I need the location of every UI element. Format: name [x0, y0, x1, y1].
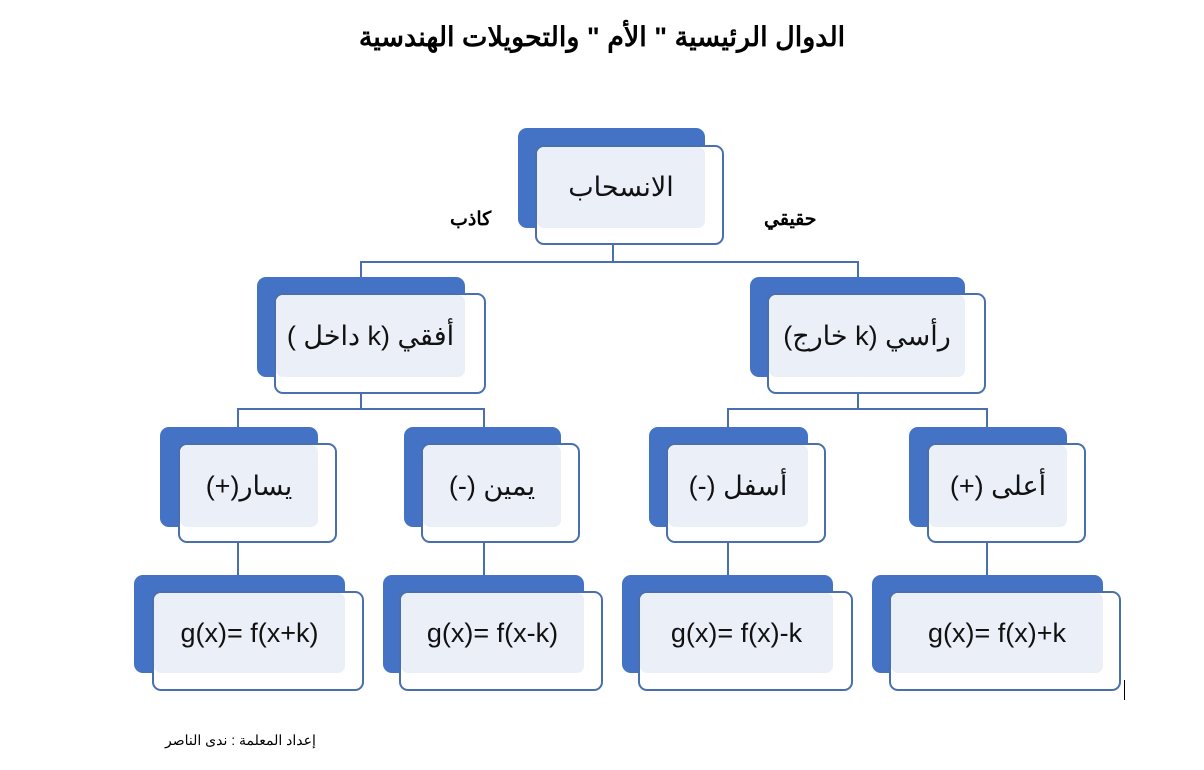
edge-label-true: حقيقي	[764, 209, 817, 230]
diagram-title: الدوال الرئيسية " الأم " والتحويلات الهن…	[358, 22, 846, 52]
node-label: الانسحاب	[568, 172, 674, 202]
node-label: أفقي (k داخل )	[286, 320, 455, 351]
connector	[238, 408, 485, 410]
node-label: g(x)= f(x+k)	[180, 617, 319, 648]
connector	[986, 543, 988, 576]
connector	[237, 543, 239, 576]
connector	[986, 408, 988, 428]
connector	[361, 261, 859, 263]
connector	[360, 394, 362, 409]
node-label: g(x)= f(x)+k	[927, 617, 1067, 648]
connector	[360, 261, 362, 278]
node-label: g(x)= f(x-k)	[426, 617, 559, 648]
node-label: أعلى (+)	[949, 470, 1047, 501]
text-cursor	[1124, 680, 1125, 700]
connector	[483, 408, 485, 428]
connector	[612, 245, 614, 262]
node-label: يسار(+)	[205, 470, 293, 501]
node-label: أسفل (-)	[688, 470, 788, 501]
connector	[857, 261, 859, 278]
node-label: g(x)= f(x)-k	[670, 617, 803, 648]
connector	[727, 408, 729, 428]
connector	[483, 543, 485, 576]
edge-label-false: كاذب	[450, 209, 492, 230]
node-label: يمين (-)	[448, 470, 536, 501]
footer-credit: إعداد المعلمة : ندى الناصر	[165, 732, 316, 748]
connector	[857, 394, 859, 409]
connector	[237, 408, 239, 428]
connector	[728, 408, 988, 410]
node-label: رأسي (k خارج)	[783, 320, 951, 351]
connector	[727, 543, 729, 576]
